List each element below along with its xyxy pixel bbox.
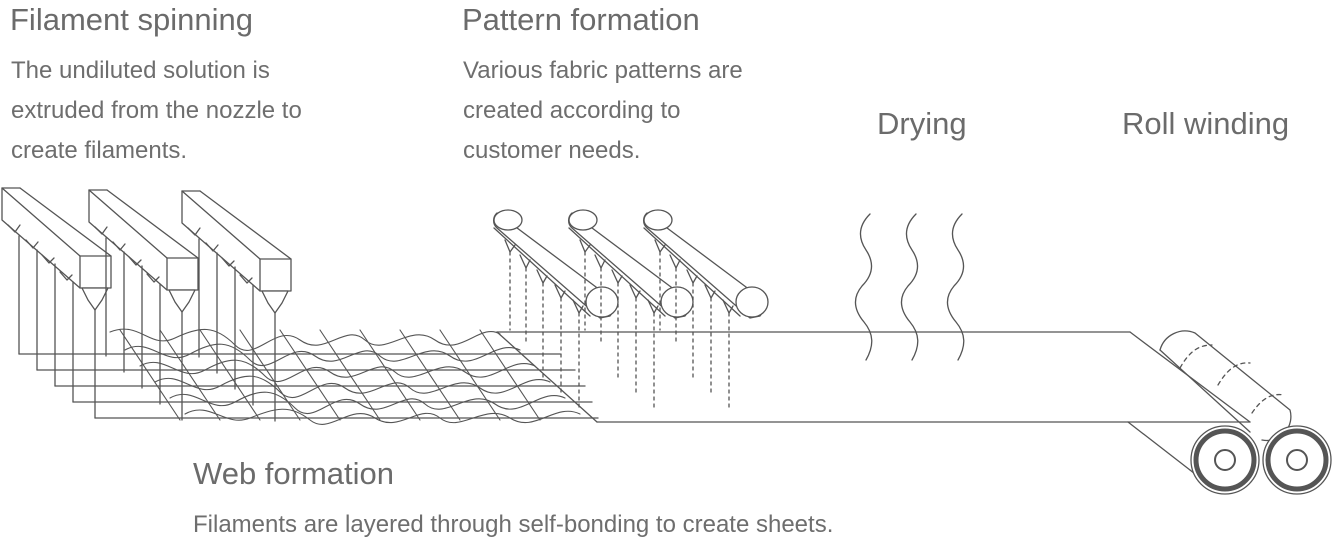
drying-heat-waves xyxy=(855,213,965,361)
drying-title: Drying xyxy=(877,106,967,141)
roll-winding-title: Roll winding xyxy=(1122,106,1290,141)
conveyor-sheet xyxy=(497,332,1250,422)
filament-spinning-title: Filament spinning xyxy=(10,2,253,37)
filament-spinning-desc: The undiluted solution is extruded from … xyxy=(11,57,302,164)
roll-winding xyxy=(1128,331,1331,494)
web-formation-desc: Filaments are layered through self-bondi… xyxy=(193,511,834,538)
pattern-formation-desc: Various fabric patterns are created acco… xyxy=(463,57,743,164)
web-formation-title: Web formation xyxy=(193,456,395,491)
pattern-roller xyxy=(494,210,618,410)
pattern-rollers xyxy=(494,209,769,411)
spinneret-nozzle xyxy=(2,188,111,418)
pattern-formation-title: Pattern formation xyxy=(462,2,700,37)
filament-web xyxy=(110,329,580,424)
